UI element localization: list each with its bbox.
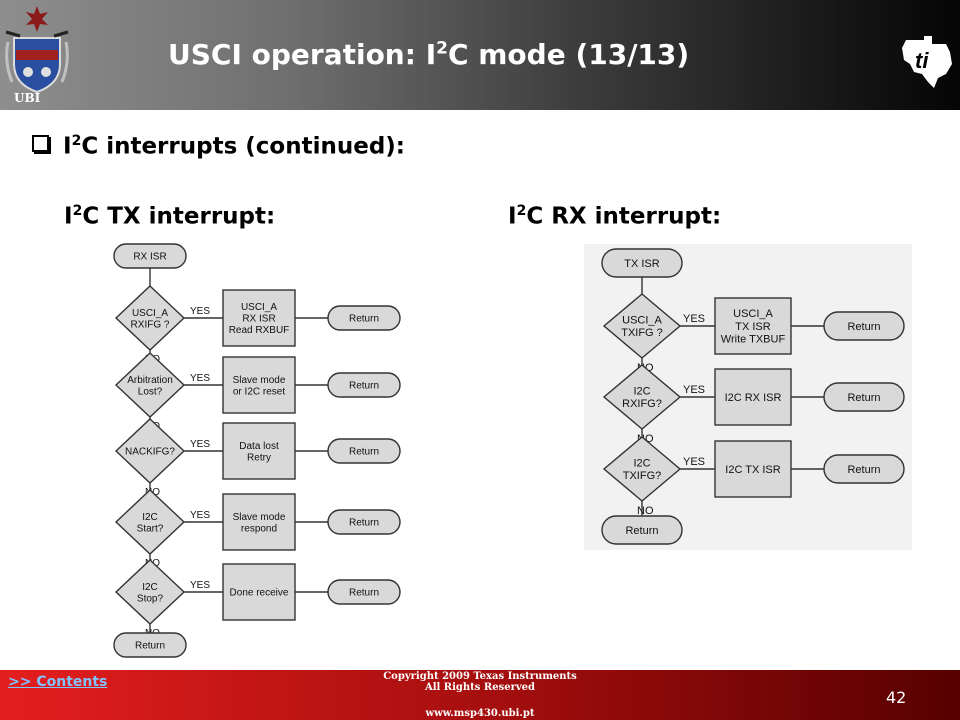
yes-label: YES	[190, 510, 210, 521]
action-label: I2C TX ISR	[725, 464, 780, 476]
website-url: www.msp430.ubi.pt	[425, 708, 535, 719]
return-terminal-label: Return	[349, 314, 379, 325]
return-terminal-label: Return	[349, 588, 379, 599]
return-terminal	[823, 311, 905, 341]
action-label: USCI_A	[241, 302, 277, 313]
copyright-line-1: Copyright 2009 Texas Instruments	[383, 671, 577, 682]
return-terminal-label: Return	[847, 392, 880, 404]
return-terminal-label: Return	[847, 464, 880, 476]
action-box	[222, 422, 296, 480]
copyright-line-2: All Rights Reserved	[424, 682, 536, 693]
return-terminal-label: Return	[349, 447, 379, 458]
return-terminal	[327, 372, 401, 398]
slide-header: UBI USCI operation: I2C mode (13/13) ti	[0, 0, 960, 110]
decision-label: I2C	[142, 582, 158, 593]
action-label: respond	[241, 523, 277, 534]
decision-label: RXIFG ?	[131, 319, 170, 330]
return-terminal-label: Return	[847, 321, 880, 333]
action-box	[714, 368, 792, 426]
rx-interrupt-heading: I2C RX interrupt:	[508, 203, 722, 230]
yes-label: YES	[190, 580, 210, 591]
action-label: Slave mode	[233, 512, 286, 523]
decision-label: TXIFG ?	[621, 327, 663, 339]
return-terminal	[327, 438, 401, 464]
bullet-heading: I2C interrupts (continued):	[32, 133, 405, 160]
action-label: Done receive	[230, 588, 289, 599]
decision-label: Stop?	[137, 593, 164, 604]
action-label: Slave mode	[233, 375, 286, 386]
decision-label: RXIFG?	[622, 398, 662, 410]
action-label: USCI_A	[733, 308, 773, 320]
decision-label: TXIFG?	[623, 470, 662, 482]
flow-start-terminal-label: TX ISR	[624, 258, 660, 270]
return-terminal-label: Return	[349, 381, 379, 392]
copyright-notice: Copyright 2009 Texas Instruments All Rig…	[0, 671, 960, 693]
university-crest-logo	[5, 6, 69, 94]
decision-label: USCI_A	[622, 315, 662, 327]
yes-label: YES	[683, 384, 705, 396]
yes-label: YES	[190, 306, 210, 317]
action-label: TX ISR	[735, 321, 771, 333]
decision-label: Lost?	[138, 386, 163, 397]
decision-label: I2C	[142, 512, 158, 523]
decision-label: NACKIFG?	[125, 447, 175, 458]
action-box	[714, 297, 792, 355]
return-terminal	[823, 454, 905, 484]
action-label: I2C RX ISR	[725, 392, 782, 404]
yes-label: YES	[683, 313, 705, 325]
texas-instruments-logo: ti	[902, 36, 952, 88]
svg-text:ti: ti	[915, 48, 929, 73]
page-number: 42	[886, 688, 907, 707]
return-terminal-label: Return	[349, 518, 379, 529]
flow-end-terminal	[601, 515, 683, 545]
university-label: UBI	[14, 91, 41, 105]
action-label: or I2C reset	[233, 386, 285, 397]
decision-label: USCI_A	[132, 308, 168, 319]
slide-title: USCI operation: I2C mode (13/13)	[168, 38, 690, 71]
decision-label: Arbitration	[127, 375, 173, 386]
decision-label: I2C	[633, 386, 650, 398]
action-box	[222, 563, 296, 621]
flow-end-terminal-label: Return	[625, 525, 658, 537]
flow-start-terminal-label: RX ISR	[133, 252, 166, 263]
action-label: Retry	[247, 452, 271, 463]
contents-link[interactable]: >> Contents	[8, 674, 108, 690]
action-label: Data lost	[239, 441, 279, 452]
no-label: NO	[637, 505, 654, 517]
slide-footer: >> Contents Copyright 2009 Texas Instrum…	[0, 670, 960, 720]
yes-label: YES	[190, 439, 210, 450]
return-terminal	[327, 579, 401, 605]
yes-label: YES	[683, 456, 705, 468]
bullet-checkbox-icon	[32, 134, 49, 152]
yes-label: YES	[190, 373, 210, 384]
tx-interrupt-heading: I2C TX interrupt:	[64, 203, 276, 230]
decision-label: I2C	[633, 458, 650, 470]
flow-end-terminal-label: Return	[135, 641, 165, 652]
return-terminal	[327, 509, 401, 535]
action-label: Write TXBUF	[721, 334, 786, 346]
action-label: Read RXBUF	[229, 325, 290, 336]
return-terminal	[327, 305, 401, 331]
decision-label: Start?	[137, 523, 164, 534]
return-terminal	[823, 382, 905, 412]
flow-end-terminal	[113, 632, 187, 658]
action-label: RX ISR	[242, 314, 275, 325]
